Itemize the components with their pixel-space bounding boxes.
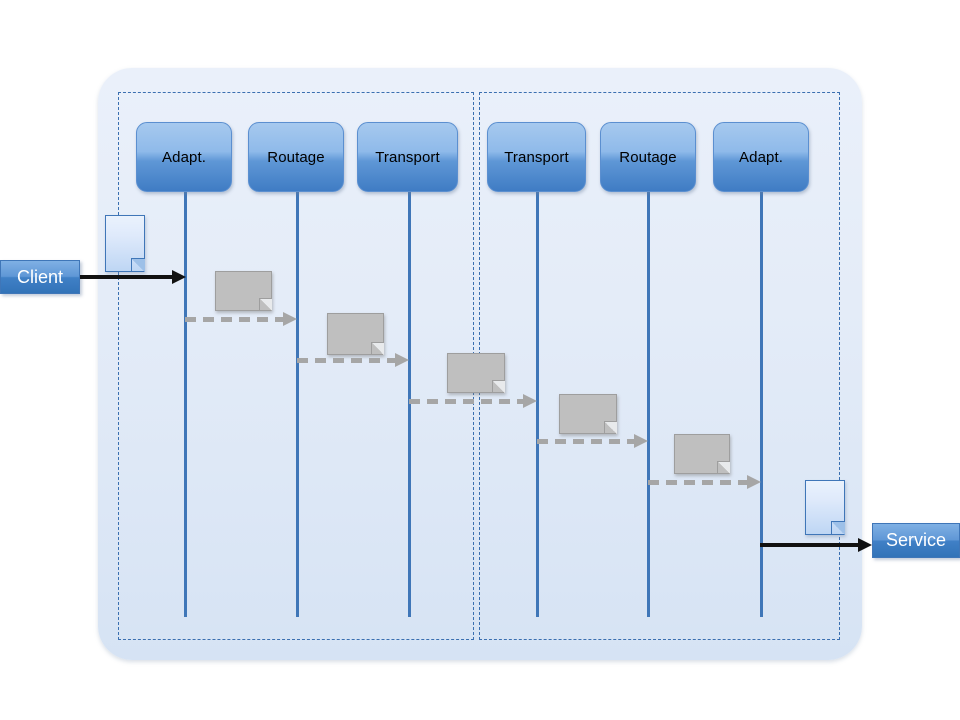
document-client-payload <box>105 215 145 272</box>
message-box-3 <box>447 353 505 393</box>
lifeline-adapt-left <box>184 192 187 617</box>
document-service-payload <box>805 480 845 535</box>
page-fold-icon <box>259 298 272 311</box>
participant-transport-left[interactable]: Transport <box>357 122 458 192</box>
message-arrow-3 <box>409 394 537 408</box>
arrow-head-icon <box>523 394 537 408</box>
page-fold-icon <box>717 461 730 474</box>
page-fold-icon <box>131 258 145 272</box>
participant-transport-right[interactable]: Transport <box>487 122 586 192</box>
lifeline-adapt-right <box>760 192 763 617</box>
message-box-4 <box>559 394 617 434</box>
message-box-2 <box>327 313 384 355</box>
participant-adapt-left[interactable]: Adapt. <box>136 122 232 192</box>
arrow-head-icon <box>172 270 186 284</box>
endpoint-client[interactable]: Client <box>0 260 80 294</box>
arrow-shaft <box>648 480 748 485</box>
arrow-shaft <box>185 317 284 322</box>
message-arrow-4 <box>537 434 648 448</box>
arrow-head-icon <box>395 353 409 367</box>
lifeline-routage-left <box>296 192 299 617</box>
message-box-1 <box>215 271 272 311</box>
page-fold-icon <box>492 380 505 393</box>
arrow-head-icon <box>858 538 872 552</box>
message-arrow-2 <box>297 353 409 367</box>
arrow-head-icon <box>747 475 761 489</box>
lifeline-transport-right <box>536 192 539 617</box>
arrow-adapt-to-service <box>760 538 872 552</box>
arrow-shaft <box>297 358 396 363</box>
participant-adapt-right[interactable]: Adapt. <box>713 122 809 192</box>
arrow-head-icon <box>283 312 297 326</box>
arrow-shaft <box>760 543 859 547</box>
arrow-shaft <box>409 399 524 404</box>
participant-routage-left[interactable]: Routage <box>248 122 344 192</box>
message-arrow-5 <box>648 475 761 489</box>
lifeline-transport-left <box>408 192 411 617</box>
message-box-5 <box>674 434 730 474</box>
endpoint-service[interactable]: Service <box>872 523 960 558</box>
message-arrow-1 <box>185 312 297 326</box>
arrow-shaft <box>80 275 173 279</box>
arrow-client-to-adapt <box>80 270 186 284</box>
page-fold-icon <box>604 421 617 434</box>
arrow-shaft <box>537 439 635 444</box>
participant-routage-right[interactable]: Routage <box>600 122 696 192</box>
page-fold-icon <box>831 521 845 535</box>
arrow-head-icon <box>634 434 648 448</box>
lifeline-routage-right <box>647 192 650 617</box>
page-fold-icon <box>371 342 384 355</box>
